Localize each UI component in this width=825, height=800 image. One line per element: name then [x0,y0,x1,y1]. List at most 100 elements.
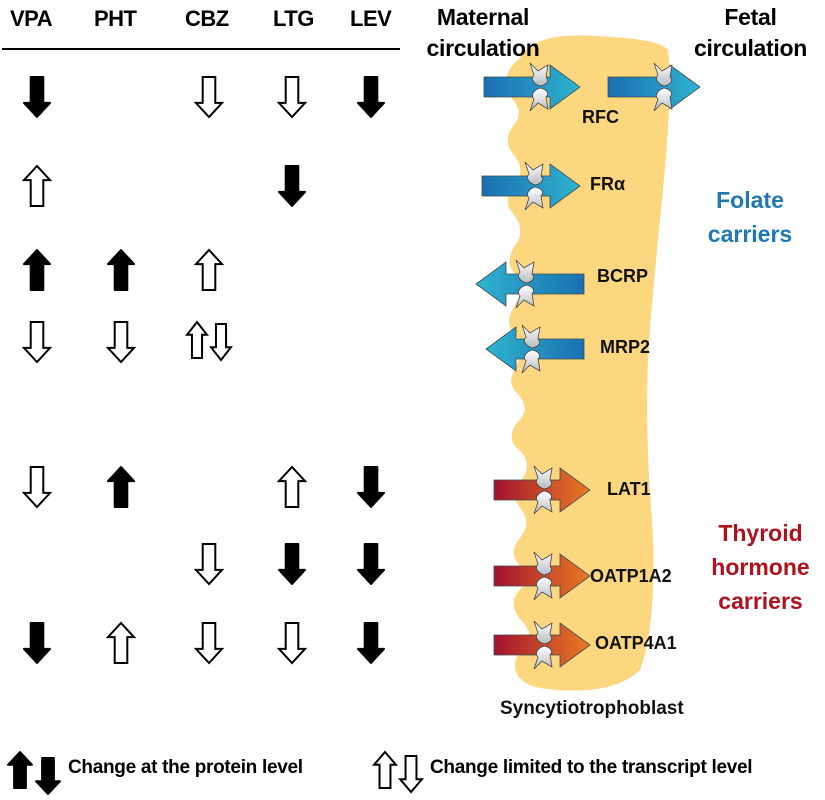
header-divider [2,48,400,50]
solid-down-arrow-shape [357,543,385,585]
transporter-protein-rfc-icon [529,62,549,112]
cell-cbz-rfc-transcript-down-icon [194,75,224,119]
cell-lev-oatp4a1-protein-down-icon [356,621,386,665]
maternal-label-line: circulation [426,35,540,61]
fetal-label-line: circulation [693,35,807,61]
outline-down-arrow-shape [106,321,136,364]
transport-arrow-rfc [483,64,581,110]
solid-down-arrow-shape [23,622,51,664]
transport-arrow-bcrp [475,261,585,307]
cell-cbz-oatp1a2-transcript-down-icon [194,542,224,586]
fetal-label-line: Fetal [724,4,777,30]
transporter-label-mrp2: MRP2 [600,337,651,357]
cell-pht-mrp2-transcript-down-icon [106,320,136,364]
legend-protein-text: Change at the protein level [68,757,303,778]
outline-up-arrow-shape [22,164,52,207]
transporter-label-lat1: LAT1 [607,479,651,499]
outline-down-arrow-shape [194,622,224,665]
outline-down-arrow-shape [277,622,307,665]
cell-vpa-bcrp-protein-up-icon [22,248,52,292]
transporter-label-oatp1a2: OATP1A2 [590,566,672,586]
protein-level-arrows-icon [6,750,66,796]
column-header-cbz: CBZ [185,6,229,31]
cell-ltg-oatp1a2-protein-down-icon [277,542,307,586]
outline-up-arrow-shape [194,248,224,291]
transporter-label-fra: FRα [590,174,626,194]
legend-transcript-text: Change limited to the transcript level [430,757,753,778]
maternal-circulation-label: Maternal circulation [418,2,548,64]
column-header-vpa: VPA [10,6,53,31]
transport-arrow-oatp4a1 [493,622,591,668]
transporter-protein-oatp4a1-icon [533,620,553,670]
group-label-line: carriers [718,588,803,614]
solid-down-arrow-shape [23,76,51,118]
cell-vpa-oatp4a1-protein-down-icon [22,621,52,665]
cell-ltg-lat1-transcript-up-icon [277,465,307,509]
cell-cbz-bcrp-transcript-up-icon [194,248,224,292]
transport-arrow-fra [481,163,581,209]
solid-up-arrow-shape [23,249,51,291]
transporter-label-bcrp: BCRP [597,266,649,286]
outline-down-arrow-shape [209,323,233,362]
cell-cbz-oatp4a1-transcript-down-icon [194,621,224,665]
transporter-protein-oatp1a2-icon [533,551,553,601]
column-header-ltg: LTG [273,6,314,31]
cell-pht-bcrp-protein-up-icon [106,248,136,292]
outline-up-arrow-shape [372,750,398,789]
solid-down-arrow-shape [35,757,61,795]
transporter-protein-fra-icon [524,161,544,211]
outline-up-arrow-shape [277,465,307,508]
cell-vpa-fra-transcript-up-icon [22,164,52,208]
cell-lev-lat1-protein-down-icon [356,465,386,509]
group-label-line: hormone [711,554,810,580]
outline-down-arrow-shape [22,321,52,364]
thyroid-hormone-carriers-label: Thyroid hormone carriers [698,516,823,618]
transport-arrow-lat1 [493,467,591,513]
transcript-level-arrows-icon [372,750,432,796]
column-header-lev: LEV [350,6,392,31]
solid-down-arrow-shape [357,466,385,508]
transporter-protein-lat1-icon [533,465,553,515]
solid-up-arrow-shape [107,249,135,291]
folate-carriers-label: Folate carriers [690,183,810,251]
solid-down-arrow-shape [278,165,306,207]
cell-cbz-mrp2-transcript-up-down-icon [185,320,233,364]
transporter-label-oatp4a1: OATP4A1 [595,633,677,653]
maternal-label-line: Maternal [436,4,530,30]
transporter-protein-rfc-fetal-icon [653,62,673,112]
solid-down-arrow-shape [357,622,385,664]
cell-vpa-mrp2-transcript-down-icon [22,320,52,364]
cell-lev-oatp1a2-protein-down-icon [356,542,386,586]
transporter-protein-mrp2-icon [521,324,541,374]
syncytiotrophoblast-cell [505,35,670,691]
column-header-pht: PHT [94,6,137,31]
outline-down-arrow-shape [194,543,224,586]
transport-arrow-mrp2 [485,326,585,372]
outline-down-arrow-shape [22,466,52,509]
solid-down-arrow-shape [357,76,385,118]
transporter-protein-bcrp-icon [515,259,535,309]
solid-down-arrow-shape [278,543,306,585]
outline-up-arrow-shape [106,621,136,664]
cell-pht-oatp4a1-transcript-up-icon [106,621,136,665]
outline-down-arrow-shape [194,76,224,119]
cell-lev-rfc-protein-down-icon [356,75,386,119]
cell-vpa-rfc-protein-down-icon [22,75,52,119]
transporter-label-rfc: RFC [582,107,619,127]
cell-pht-lat1-protein-up-icon [106,465,136,509]
cell-ltg-oatp4a1-transcript-down-icon [277,621,307,665]
cell-vpa-lat1-transcript-down-icon [22,465,52,509]
outline-down-arrow-shape [398,755,424,794]
group-label-line: Folate [716,187,784,213]
solid-up-arrow-shape [107,466,135,508]
outline-down-arrow-shape [277,76,307,119]
transport-arrow-oatp1a2 [493,553,591,599]
group-label-line: carriers [707,221,793,247]
solid-up-arrow-shape [7,751,33,789]
cell-ltg-fra-protein-down-icon [277,164,307,208]
outline-up-arrow-shape [185,320,209,359]
cell-ltg-rfc-transcript-down-icon [277,75,307,119]
fetal-circulation-label: Fetal circulation [678,2,823,64]
group-label-line: Thyroid [718,520,803,546]
